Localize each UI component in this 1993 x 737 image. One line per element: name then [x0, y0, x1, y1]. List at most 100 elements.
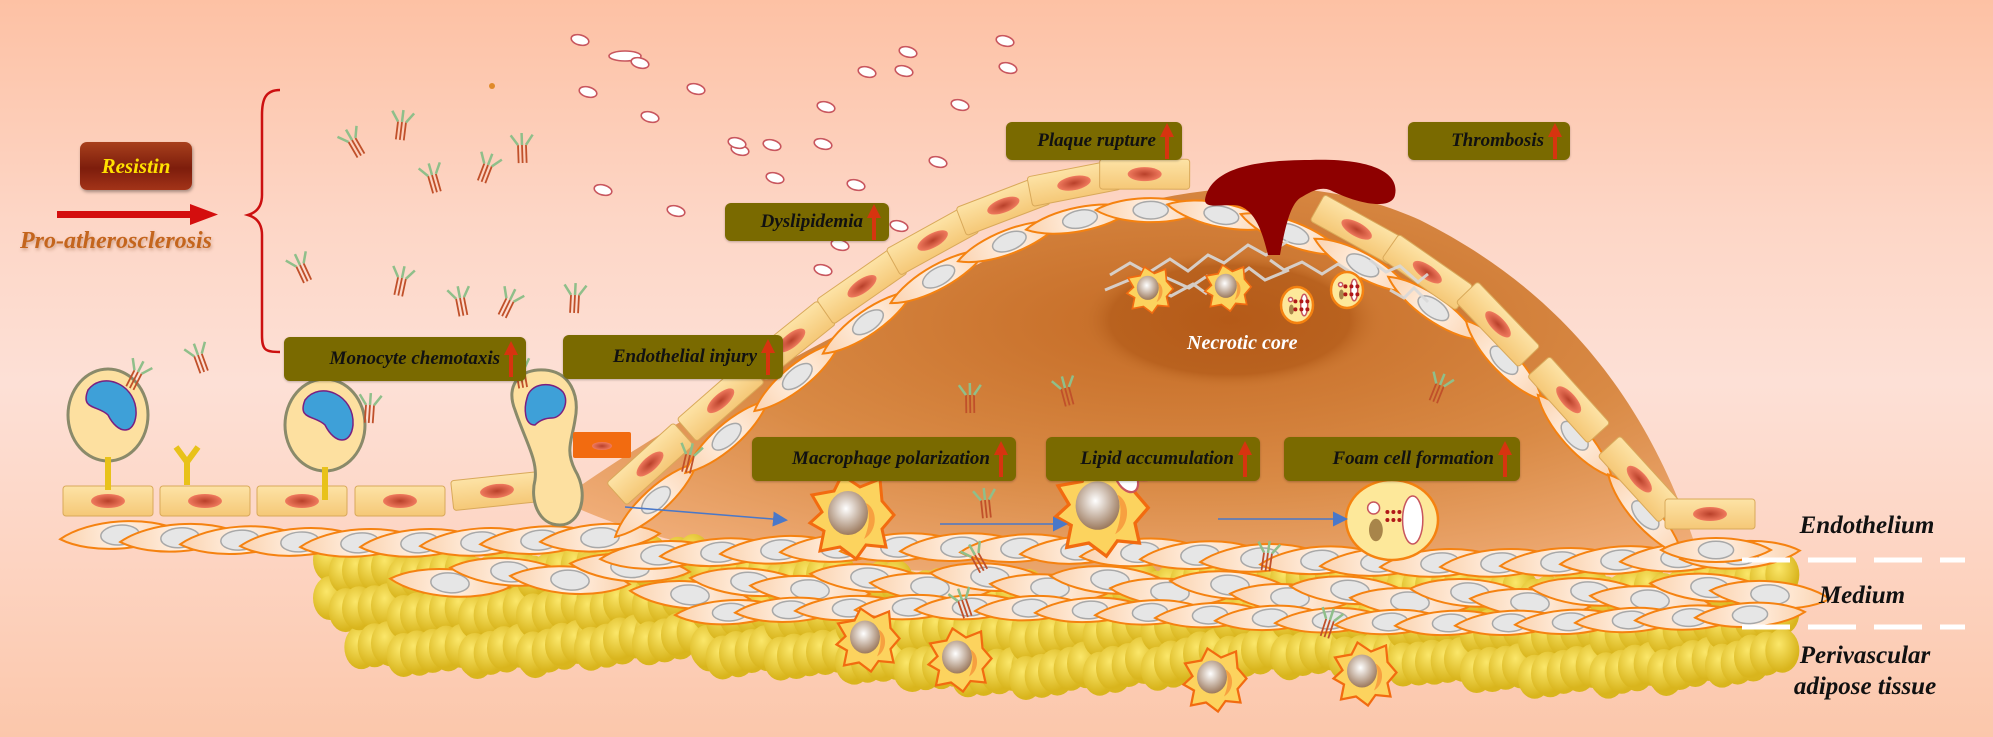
label-text: Foam cell formation [1332, 448, 1495, 469]
necrotic-core-label: Necrotic core [1187, 332, 1298, 354]
endothelial-cell [607, 423, 693, 505]
lipid-particle [762, 138, 782, 152]
thrombus-clot [1205, 159, 1396, 255]
monocyte [66, 367, 150, 490]
smooth-muscle-cell [888, 248, 989, 305]
label-monocyte-chemotaxis: Monocyte chemotaxis [284, 337, 526, 381]
small-particle [489, 83, 495, 89]
label-text: Dyslipidemia [760, 211, 863, 232]
up-arrow-icon [761, 339, 775, 375]
label-text: Endothelial injury [612, 346, 757, 367]
pro-atherosclerosis-label: Pro-atherosclerosis [20, 228, 212, 254]
lipid-particle [995, 34, 1015, 48]
up-arrow-icon [1498, 441, 1512, 477]
endothelial-cell [1664, 498, 1756, 530]
monocytes [66, 367, 367, 500]
lipid-particle [593, 183, 613, 197]
necrotic-macrophage [1203, 263, 1253, 313]
smooth-muscle-cell [1708, 579, 1832, 610]
resistin-molecule [972, 487, 996, 519]
endothelial-cell [159, 485, 251, 517]
macrophages [807, 263, 1440, 714]
layer-label-perivascular-line1: Perivascular [1799, 642, 1931, 669]
label-text: Plaque rupture [1037, 130, 1156, 151]
adipose-macrophage [926, 626, 993, 694]
endothelial-cell [1310, 195, 1403, 264]
label-thrombosis: Thrombosis [1408, 122, 1570, 160]
lipid-particle [857, 65, 877, 79]
resistin-molecule [417, 161, 442, 194]
necrotic-foam-cell [1329, 270, 1365, 310]
foam-cell [1344, 478, 1440, 562]
label-dyslipidemia: Dyslipidemia [725, 203, 889, 241]
layer-label-perivascular: Perivascular adipose tissue [1750, 640, 1980, 702]
lipid-particle [765, 171, 785, 185]
resistin-molecule [497, 285, 525, 319]
up-arrow-icon [504, 341, 518, 377]
fibrous-cap-cells [613, 197, 1773, 563]
resistin-molecule [125, 357, 153, 391]
adipose-macrophage [834, 606, 901, 674]
monocyte [283, 377, 367, 500]
endothelial-cell [256, 485, 348, 517]
resistin-molecule [392, 265, 416, 297]
endothelial-cell [450, 471, 544, 511]
lipid-particle [889, 219, 909, 233]
lipid-particle [898, 45, 918, 59]
resistin-molecule [391, 109, 416, 141]
endothelial-cell [1099, 158, 1191, 190]
label-text: Monocyte chemotaxis [329, 348, 500, 369]
resistin-molecule [1428, 371, 1455, 404]
resistin-molecule [336, 125, 366, 159]
endothelial-cell [354, 485, 446, 517]
lipid-particle [813, 263, 833, 277]
adipose-macrophage [1181, 646, 1248, 714]
endothelial-cell [1382, 234, 1473, 310]
transmigrating-monocyte [510, 368, 584, 527]
lipid-particle [666, 204, 686, 218]
lipid-particle [686, 82, 706, 96]
flow-arrow-1 [624, 506, 788, 527]
up-arrow-icon [1548, 123, 1562, 159]
lipid-particle [950, 98, 970, 112]
up-arrow-icon [1238, 441, 1252, 477]
up-arrow-icon [1160, 123, 1174, 159]
lipid-particles [489, 33, 1018, 277]
lipid-particle [894, 64, 914, 78]
adhesion-receptor [173, 445, 201, 485]
label-text: Thrombosis [1451, 130, 1544, 151]
endothelial-cell [1456, 282, 1540, 367]
adipocyte [1765, 628, 1800, 673]
label-endothelial-injury: Endothelial injury [563, 335, 783, 379]
resistin-molecule [1050, 375, 1075, 407]
resistin-molecule [476, 151, 503, 184]
label-plaque-rupture: Plaque rupture [1006, 122, 1182, 160]
lipid-particle [928, 155, 948, 169]
label-macrophage-polarization: Macrophage polarization [752, 437, 1016, 481]
lipid-particle [816, 100, 836, 114]
resistin-molecule [947, 586, 973, 619]
label-foam-cell-formation: Foam cell formation [1284, 437, 1520, 481]
lipid-particle [846, 178, 866, 192]
adipose-macrophage [1331, 640, 1398, 708]
pro-atherosclerosis-arrow [57, 204, 218, 225]
resistin-label: Resistin [101, 153, 171, 178]
layer-label-medium: Medium [1818, 582, 1906, 609]
lipid-particle [630, 56, 650, 70]
resistin-molecule [358, 392, 383, 424]
resistin-molecule [959, 540, 989, 574]
necrotic-foam-cell [1279, 285, 1315, 325]
resistin-molecule [1257, 540, 1282, 572]
resistin-molecule [509, 132, 534, 164]
endothelial-cell [1528, 357, 1610, 443]
up-arrow-icon [867, 204, 881, 240]
lipid-particle [727, 136, 747, 150]
label-text: Lipid accumulation [1080, 448, 1234, 469]
resistin-molecule [285, 251, 313, 284]
label-text: Macrophage polarization [792, 448, 990, 469]
lipid-particle [570, 33, 590, 47]
resistin-molecule [446, 285, 471, 317]
lipid-particle [998, 61, 1018, 75]
up-arrow-icon [994, 441, 1008, 477]
